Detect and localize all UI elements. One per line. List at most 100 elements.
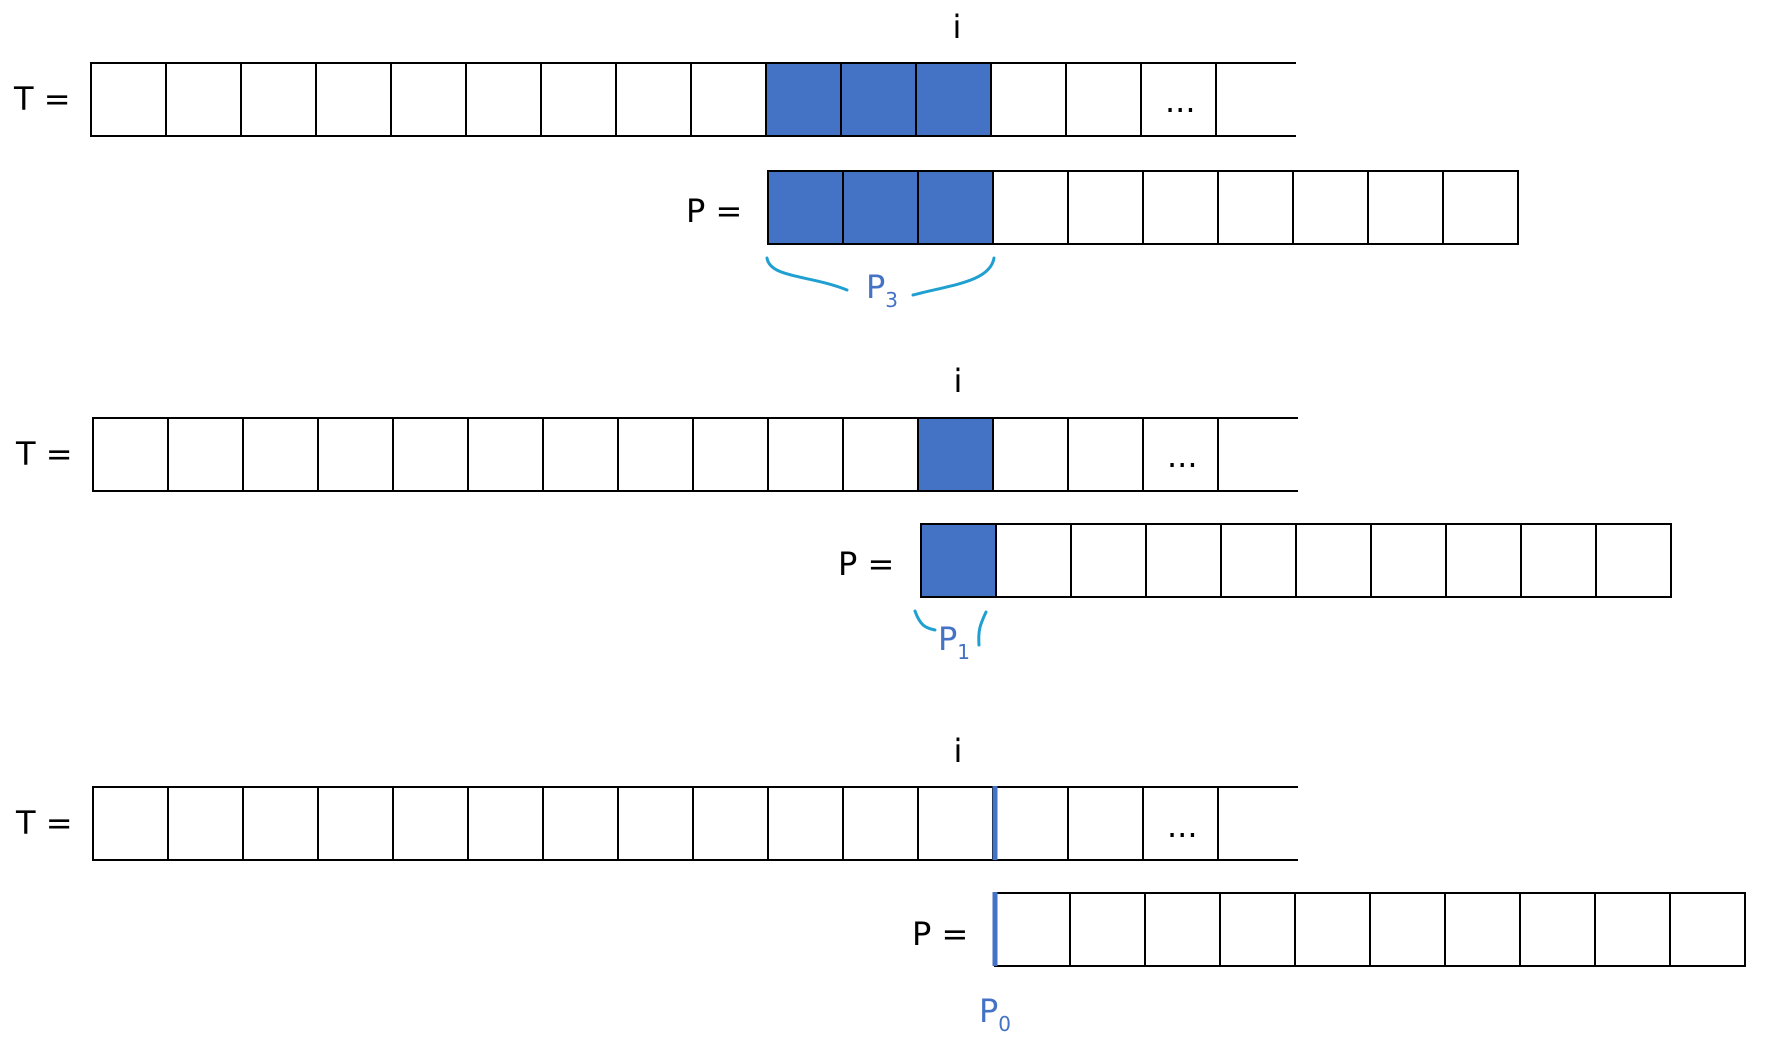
text-cell (690, 62, 767, 137)
text-cell (92, 786, 169, 861)
text-cell (990, 62, 1067, 137)
text-cell (1142, 786, 1219, 861)
pattern-cell (1442, 170, 1519, 245)
ellipsis-3: ... (1167, 807, 1198, 845)
text-cell (615, 62, 692, 137)
pattern-cell (1294, 892, 1371, 967)
text-cell (90, 62, 167, 137)
pattern-cell (1444, 892, 1521, 967)
pattern-cell (992, 170, 1069, 245)
ellipsis-2: ... (1167, 437, 1198, 475)
text-cell (692, 417, 769, 492)
pattern-cell (1519, 892, 1596, 967)
text-array-2 (92, 417, 1298, 492)
text-cell (542, 786, 619, 861)
text-label-1: T = (13, 80, 71, 118)
text-cell (842, 786, 919, 861)
pattern-label-3: P = (912, 915, 968, 953)
text-cell (242, 786, 319, 861)
text-cell (1065, 62, 1142, 137)
pattern-cell-highlighted (767, 170, 844, 245)
pattern-cell (995, 523, 1072, 598)
row-1: i T = ... P = P3 (13, 8, 1519, 312)
pattern-cell (1370, 523, 1447, 598)
pattern-cell (1220, 523, 1297, 598)
pattern-array-1 (767, 170, 1519, 245)
text-cell (165, 62, 242, 137)
prefix-label-1: P3 (866, 268, 898, 312)
text-cell (467, 417, 544, 492)
pattern-cell (1070, 523, 1147, 598)
text-array-3 (92, 786, 1298, 861)
pattern-cell (1367, 170, 1444, 245)
text-cell (465, 62, 542, 137)
text-cell (317, 786, 394, 861)
text-cell (167, 786, 244, 861)
text-cell (992, 417, 1069, 492)
text-cell (542, 417, 619, 492)
pattern-cell (1295, 523, 1372, 598)
text-cell-highlighted (840, 62, 917, 137)
text-cell (167, 417, 244, 492)
prefix-brace-1 (765, 256, 996, 297)
text-cell (467, 786, 544, 861)
pattern-cell (994, 892, 1071, 967)
text-cell (767, 786, 844, 861)
pattern-array-2 (920, 523, 1672, 598)
text-label-3: T = (15, 804, 73, 842)
pattern-cell (1595, 523, 1672, 598)
index-label-3: i (954, 732, 963, 770)
index-label-1: i (953, 8, 962, 46)
pattern-array-3 (994, 892, 1746, 967)
text-cell (317, 417, 394, 492)
text-cell (92, 417, 169, 492)
pattern-cell (1520, 523, 1597, 598)
row-2: i T = ... P = P1 (15, 362, 1672, 664)
pattern-cell (1217, 170, 1294, 245)
row-3: i T = ... P = P0 (15, 732, 1746, 1036)
pattern-cell (1067, 170, 1144, 245)
text-cell-highlighted (765, 62, 842, 137)
text-cell (390, 62, 467, 137)
text-cell (842, 417, 919, 492)
pattern-cell-highlighted (920, 523, 997, 598)
ellipsis-1: ... (1165, 82, 1196, 120)
text-cell (1142, 417, 1219, 492)
pattern-cell (1369, 892, 1446, 967)
text-array-1 (90, 62, 1296, 137)
text-cell-highlighted (915, 62, 992, 137)
text-cell (1140, 62, 1217, 137)
pattern-label-2: P = (838, 545, 894, 583)
pattern-label-1: P = (686, 192, 742, 230)
pattern-cell-highlighted (842, 170, 919, 245)
index-label-2: i (954, 362, 963, 400)
text-cell (1067, 417, 1144, 492)
prefix-label-2: P1 (938, 620, 970, 664)
text-cell (617, 417, 694, 492)
text-cell (767, 417, 844, 492)
text-cell (540, 62, 617, 137)
pattern-cell (1145, 523, 1222, 598)
text-cell (617, 786, 694, 861)
pattern-cell-highlighted (917, 170, 994, 245)
pattern-cell (1594, 892, 1671, 967)
text-cell (392, 417, 469, 492)
text-cell (992, 786, 1069, 861)
text-cell (1067, 786, 1144, 861)
pattern-cell (1069, 892, 1146, 967)
prefix-label-3: P0 (979, 992, 1011, 1036)
text-cell (917, 786, 994, 861)
pattern-cell (1669, 892, 1746, 967)
pattern-cell (1219, 892, 1296, 967)
text-label-2: T = (15, 435, 73, 473)
pattern-cell (1445, 523, 1522, 598)
prefix-brace-2 (913, 609, 988, 647)
text-cell (392, 786, 469, 861)
text-cell (315, 62, 392, 137)
text-cell-highlighted (917, 417, 994, 492)
pattern-cell (1142, 170, 1219, 245)
pattern-cell (1292, 170, 1369, 245)
pattern-cell (1144, 892, 1221, 967)
text-cell (242, 417, 319, 492)
